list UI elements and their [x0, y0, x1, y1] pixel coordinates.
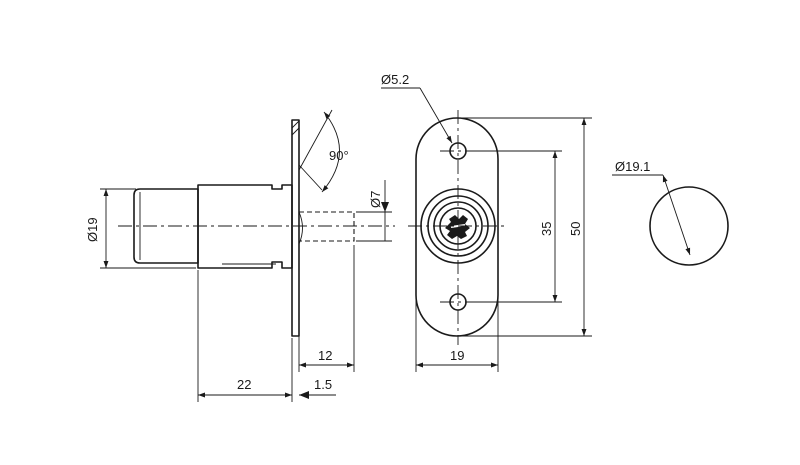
body-diameter-dimension: Ø19 — [85, 188, 196, 269]
plate-length-dimension: 50 — [460, 117, 592, 337]
hole-spacing-dimension: 35 — [476, 150, 562, 303]
knob-view: Ø19.1 — [612, 159, 729, 266]
angle-dimension: 90° — [321, 111, 349, 193]
bevel-line-bottom — [298, 164, 323, 191]
front-view — [408, 110, 508, 345]
body-length-dimension: 22 1.5 — [197, 270, 336, 402]
angle-label: 90° — [329, 148, 349, 163]
escutcheon-plate — [415, 117, 499, 337]
arrow-head — [299, 391, 309, 399]
lock-body — [197, 184, 293, 269]
bevel-line-top — [298, 109, 333, 171]
bolt-projection-label: 12 — [318, 348, 332, 363]
angle-arc — [321, 111, 340, 193]
bolt-diameter-dimension: Ø7 — [356, 180, 392, 242]
side-view — [118, 109, 395, 337]
hole-diameter-callout: Ø5.2 — [381, 72, 453, 144]
arrow-head — [381, 202, 389, 212]
plate-width-dimension: 19 — [415, 300, 499, 372]
knob-diameter-label: Ø19.1 — [615, 159, 650, 174]
flange-hatch — [291, 120, 300, 136]
plate-length-label: 50 — [568, 222, 583, 236]
diameter-line — [662, 174, 691, 256]
bolt-diameter-label: Ø7 — [368, 191, 383, 208]
body-diameter-label: Ø19 — [85, 217, 100, 242]
plate-thickness-label: 1.5 — [314, 377, 332, 392]
plate-width-label: 19 — [450, 348, 464, 363]
hole-diameter-label: Ø5.2 — [381, 72, 409, 87]
bolt-projection-dimension: 12 — [298, 245, 355, 372]
flange-plate — [291, 119, 300, 337]
body-length-label: 22 — [237, 377, 251, 392]
cylinder-cap — [133, 188, 199, 264]
hole-spacing-label: 35 — [539, 222, 554, 236]
leader-line — [419, 87, 453, 144]
bolt-outline — [299, 211, 355, 242]
bevel-curve — [298, 211, 303, 245]
